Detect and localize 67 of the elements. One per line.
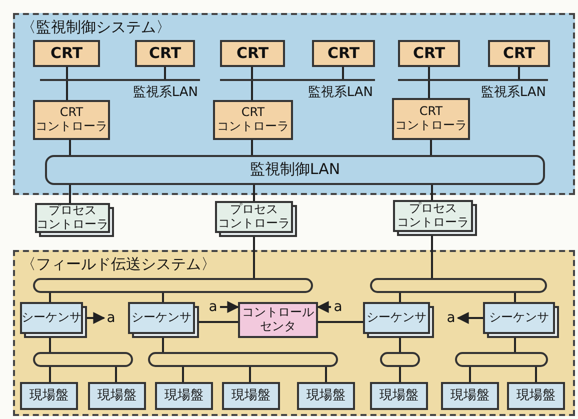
bus-bar: [33, 352, 133, 367]
crt-box: CRT: [312, 40, 375, 67]
network-label: 監視系LAN: [308, 86, 373, 101]
bus-bar: [380, 352, 420, 367]
field-panel-box: 現場盤: [507, 382, 565, 410]
crt-box: CRT: [488, 40, 550, 67]
field-panel-box: 現場盤: [88, 382, 146, 410]
bus-bar: [33, 278, 313, 293]
field-panel-box: 現場盤: [297, 382, 355, 410]
connector-line: [342, 67, 344, 79]
panel-title: 〈監視制御システム〉: [21, 19, 171, 36]
connector-line: [249, 367, 251, 382]
connector-line: [162, 293, 164, 302]
crt-box: CRT: [220, 40, 285, 67]
connector-line: [399, 293, 401, 302]
connector-line: [164, 67, 166, 79]
connector-label: a: [331, 297, 345, 317]
connector-line: [251, 140, 253, 155]
arrow: [316, 301, 331, 313]
connector-label: a: [444, 308, 458, 328]
connector-line: [428, 81, 430, 98]
network-label: 監視系LAN: [480, 86, 546, 101]
connector-line: [49, 367, 51, 382]
connector-line: [69, 185, 71, 203]
connector-line: [514, 293, 516, 302]
bus-bar: [455, 352, 548, 367]
crt-box: CRT: [33, 40, 100, 67]
controller-box: CRT コントローラ: [33, 100, 110, 140]
field-panel-box: 現場盤: [20, 382, 78, 410]
arrow: [456, 312, 483, 324]
bus-bar: [148, 352, 338, 367]
bus-bar: [370, 278, 547, 293]
connector-line: [469, 367, 471, 382]
connector-line: [66, 81, 68, 100]
connector-line: [49, 293, 51, 302]
connector-line: [69, 140, 71, 155]
network-label: 監視系LAN: [132, 86, 198, 101]
connector-line: [535, 367, 537, 382]
controller-box: CRT コントローラ: [392, 98, 470, 140]
panel-title: 〈フィールド伝送システム〉: [21, 256, 216, 274]
crt-box: CRT: [398, 40, 460, 67]
connector-line: [253, 185, 255, 201]
connector-line: [431, 185, 433, 200]
system-panel: [13, 13, 575, 195]
connector-line: [399, 367, 401, 382]
connector-line: [182, 367, 184, 382]
connector-line: [518, 67, 520, 79]
crt-box: CRT: [135, 40, 195, 67]
connector-line: [115, 367, 117, 382]
connector-line: [251, 81, 253, 100]
lan-bus: 監視制御LAN: [45, 155, 545, 185]
field-panel-box: 現場盤: [441, 382, 499, 410]
connector-line: [325, 367, 327, 382]
field-panel: [13, 250, 575, 416]
arrow: [220, 301, 240, 313]
connector-line: [428, 67, 430, 79]
connector-line: [66, 67, 68, 79]
field-panel-box: 現場盤: [155, 382, 213, 410]
connector-label: a: [104, 308, 118, 328]
controller-box: CRT コントローラ: [213, 100, 293, 140]
connector-line: [430, 140, 432, 155]
field-panel-box: 現場盤: [370, 382, 428, 410]
connector-line: [251, 67, 253, 79]
connector-line: [318, 321, 363, 323]
field-panel-box: 現場盤: [222, 382, 280, 410]
control-center-box: コントロールセンタ: [238, 302, 318, 338]
connector-label: a: [206, 297, 220, 317]
